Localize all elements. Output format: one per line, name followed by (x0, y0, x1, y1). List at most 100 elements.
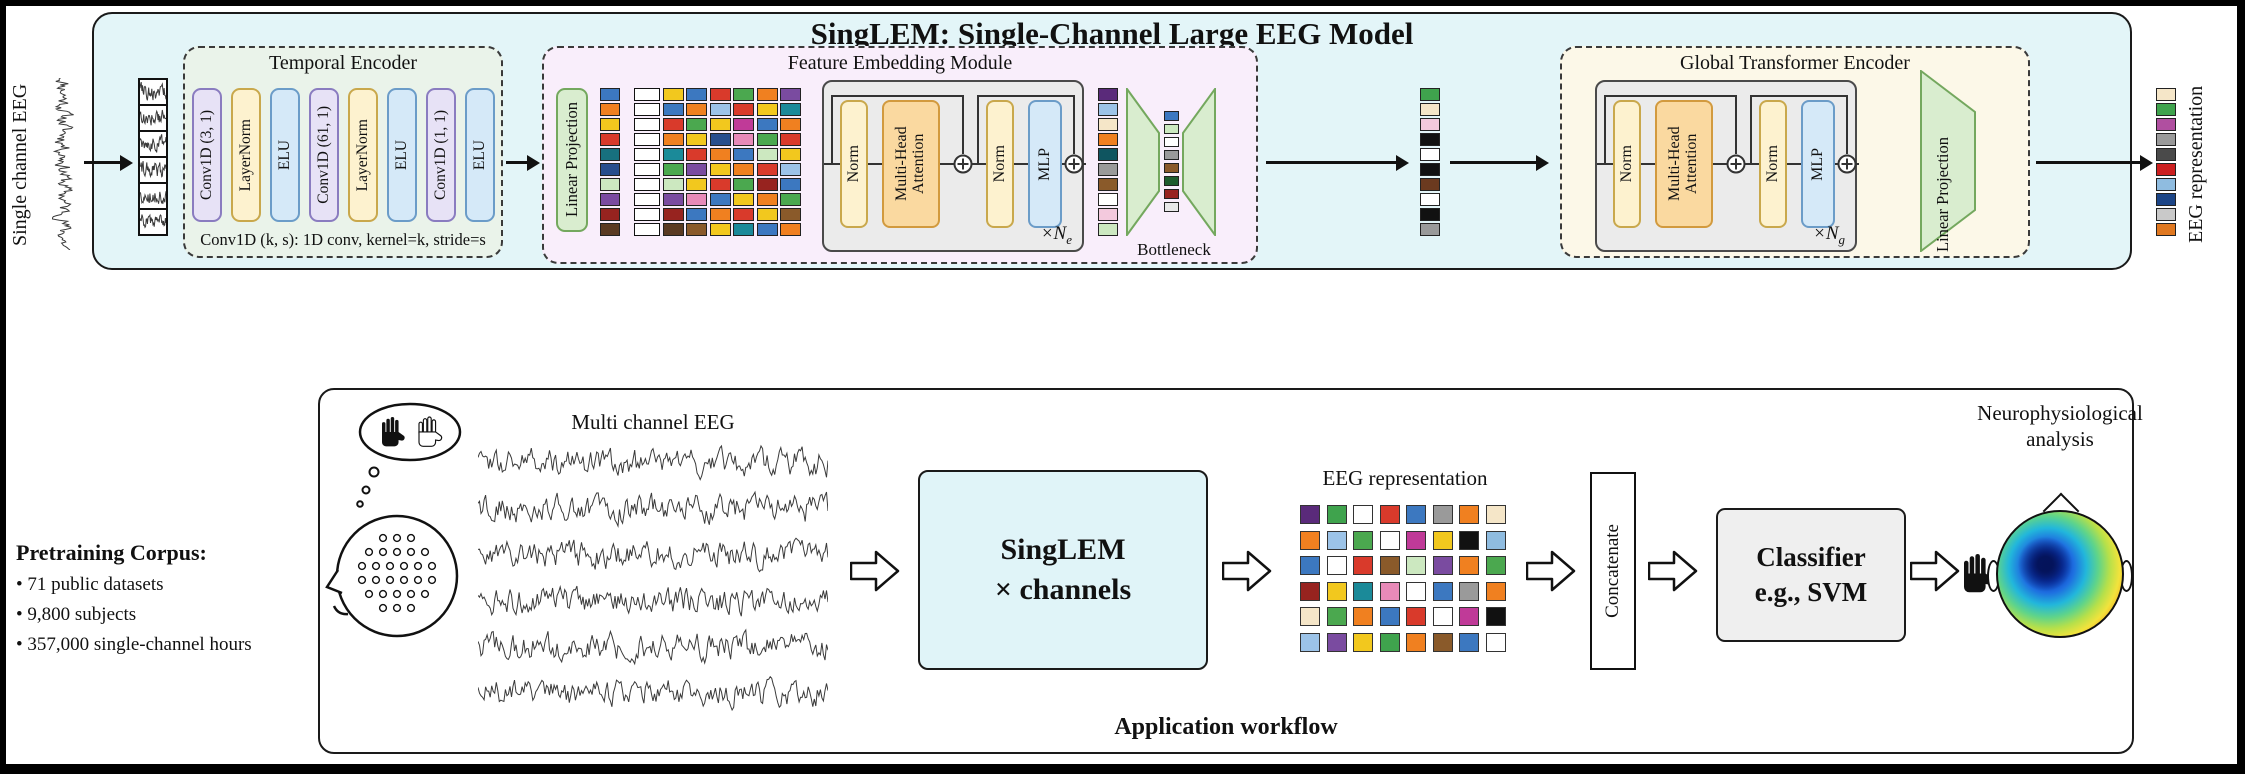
color-cell (662, 88, 684, 101)
color-row (1300, 632, 1506, 652)
color-cell (1420, 208, 1440, 221)
color-cell (686, 103, 707, 116)
classifier-box: Classifier e.g., SVM (1716, 508, 1906, 642)
arrow-fem-to-tokens (1266, 154, 1409, 171)
color-cell (780, 178, 801, 191)
color-cell (756, 133, 778, 146)
color-cell (2156, 103, 2176, 116)
color-cell (1164, 163, 1179, 173)
conv1d-1-1-block: Conv1D (1, 1) (426, 88, 456, 222)
representation-grid (1300, 505, 1506, 652)
color-cell (1459, 607, 1479, 626)
color-cell (2156, 118, 2176, 131)
color-cell (686, 88, 707, 101)
color-cell (1379, 556, 1400, 575)
color-cell (1420, 148, 1440, 161)
color-cell (709, 193, 731, 206)
fem-embedding-matrix (634, 88, 801, 236)
color-cell (1432, 530, 1453, 550)
color-cell (1379, 505, 1400, 524)
color-cell (686, 163, 707, 176)
block-arrow (850, 550, 900, 592)
color-cell (662, 208, 684, 221)
color-cell (756, 178, 778, 191)
color-cell (1098, 223, 1118, 236)
color-cell (709, 178, 731, 191)
block-arrow (1222, 550, 1272, 592)
color-cell (2156, 88, 2176, 101)
color-row (634, 208, 801, 221)
color-cell (686, 133, 707, 146)
color-row (634, 163, 801, 176)
color-cell (1326, 505, 1347, 524)
subject-head-icon (325, 402, 462, 638)
color-cell (600, 118, 620, 131)
color-cell (1300, 530, 1320, 550)
color-cell (2156, 178, 2176, 191)
eeg-representation-column (2156, 88, 2176, 236)
color-cell (780, 223, 801, 236)
color-cell (1485, 530, 1506, 550)
color-cell (733, 208, 754, 221)
color-cell (756, 148, 778, 161)
color-cell (709, 208, 731, 221)
pretraining-corpus: Pretraining Corpus: 71 public datasets 9… (16, 540, 316, 656)
color-cell (2156, 133, 2176, 146)
color-cell (1353, 632, 1373, 652)
color-cell (2156, 223, 2176, 236)
eeg-patch-strip (138, 78, 168, 236)
classifier-title: Classifier (1756, 541, 1866, 572)
color-cell (662, 193, 684, 206)
eeg-patch (138, 130, 168, 158)
color-cell (1098, 103, 1118, 116)
color-cell (686, 118, 707, 131)
color-row (1300, 581, 1506, 601)
global-encoder-title: Global Transformer Encoder (1680, 52, 1910, 74)
color-cell (1326, 530, 1347, 550)
fem-output-token-column (1098, 88, 1118, 236)
color-cell (1300, 505, 1320, 524)
fem-input-token-column (600, 88, 620, 236)
gte-norm1-block: Norm (1613, 100, 1641, 228)
fem-transformer-block: Norm Multi-Head Attention Norm MLP ×Ne (822, 80, 1086, 252)
color-cell (756, 223, 778, 236)
fem-mlp-block: MLP (1028, 100, 1062, 228)
color-cell (1406, 632, 1426, 652)
block-arrow (1648, 550, 1698, 592)
color-cell (1353, 607, 1373, 626)
cls-token-cell (634, 148, 660, 161)
elu-block: ELU (387, 88, 417, 222)
singlem-model-box: SingLEM × channels (918, 470, 1208, 670)
color-cell (2156, 208, 2176, 221)
color-cell (733, 148, 754, 161)
color-cell (733, 193, 754, 206)
color-cell (1379, 581, 1400, 601)
color-row (634, 193, 801, 206)
color-row (634, 223, 801, 236)
cls-token-cell (634, 118, 660, 131)
color-cell (1164, 137, 1179, 147)
color-cell (1420, 118, 1440, 131)
color-cell (1326, 581, 1347, 601)
gte-transformer-block: Norm Multi-Head Attention Norm MLP ×Ng (1595, 80, 1859, 252)
color-cell (1485, 556, 1506, 575)
color-cell (1379, 607, 1400, 626)
color-cell (2156, 148, 2176, 161)
feature-embedding-title: Feature Embedding Module (787, 52, 1013, 74)
color-cell (1432, 632, 1453, 652)
color-cell (733, 103, 754, 116)
conv1d-3-1-block: Conv1D (3, 1) (192, 88, 222, 222)
brain-topography-map (1996, 510, 2124, 638)
cls-token-cell (634, 133, 660, 146)
color-row (634, 178, 801, 191)
cls-token-cell (634, 193, 660, 206)
color-cell (756, 118, 778, 131)
fem-norm2-block: Norm (986, 100, 1014, 228)
color-cell (709, 133, 731, 146)
color-cell (600, 133, 620, 146)
bottleneck-left-funnel (1126, 88, 1160, 236)
color-cell (1459, 505, 1479, 524)
color-cell (600, 178, 620, 191)
color-cell (662, 103, 684, 116)
color-cell (780, 133, 801, 146)
